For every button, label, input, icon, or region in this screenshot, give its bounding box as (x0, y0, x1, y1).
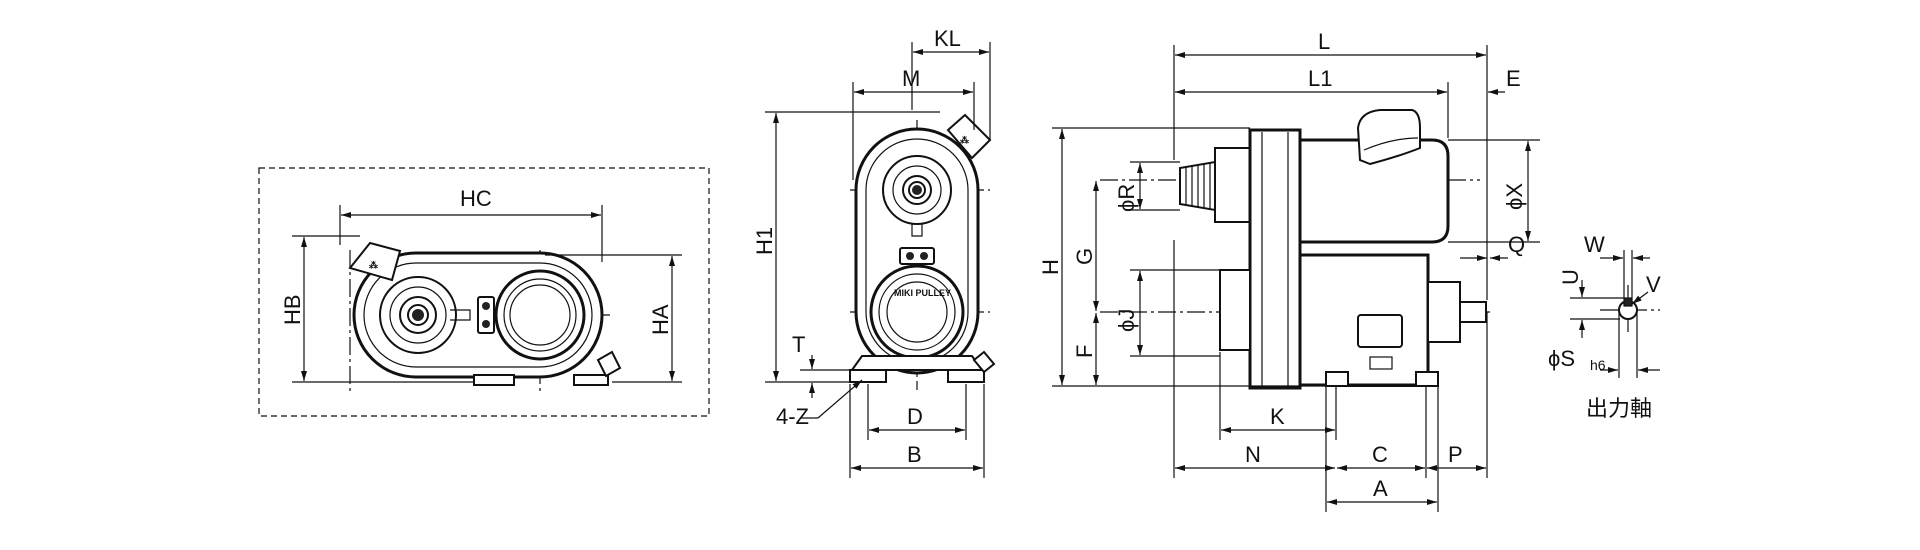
view-output-shaft: W U V ϕS h6 出力軸 (1548, 232, 1661, 421)
dim-label-l1: L1 (1308, 66, 1332, 91)
dim-label-p: P (1448, 442, 1463, 467)
svg-text:⁂: ⁂ (960, 134, 969, 145)
terminal-box (348, 241, 402, 282)
view-side: L L1 E H ϕR G ϕJ F ϕX Q (1038, 29, 1540, 512)
dim-label-r: ϕR (1114, 184, 1139, 212)
dim-label-f: F (1072, 345, 1097, 358)
flange-plate (1248, 128, 1302, 390)
dim-label-z: 4-Z (776, 404, 809, 429)
dim-label-q: Q (1508, 232, 1525, 257)
shaft-caption: 出力軸 (1586, 396, 1652, 421)
dim-label-hc: HC (460, 186, 492, 211)
dim-label-kl: KL (934, 26, 961, 51)
dim-label-s: ϕS (1548, 346, 1575, 371)
dim-label-e: E (1506, 66, 1521, 91)
dim-label-t: T (792, 332, 805, 357)
motor-body (1298, 138, 1450, 244)
svg-text:⁂: ⁂ (369, 259, 378, 270)
alternate-mount-frame (258, 167, 710, 417)
dim-label-a: A (1373, 476, 1388, 501)
dim-label-u: U (1558, 269, 1583, 285)
dim-label-ha: HA (648, 304, 673, 335)
dim-label-w: W (1584, 232, 1605, 257)
output-shaft (1459, 301, 1487, 323)
dim-label-k: K (1270, 404, 1285, 429)
gear-box (1298, 253, 1430, 387)
dim-label-h1: H1 (752, 227, 777, 255)
dim-label-b: B (907, 442, 922, 467)
dim-label-hb: HB (280, 294, 305, 325)
dim-label-m: M (902, 66, 920, 91)
dim-label-x: ϕX (1502, 183, 1527, 210)
dim-label-d: D (907, 404, 923, 429)
brand-plate: MIKI PULLEY (894, 288, 951, 298)
dim-label-c: C (1372, 442, 1388, 467)
dim-label-s-tolerance: h6 (1590, 357, 1606, 373)
dim-label-l: L (1318, 29, 1330, 54)
dim-label-n: N (1245, 442, 1261, 467)
dim-label-j: ϕJ (1114, 309, 1139, 332)
dim-label-v: V (1646, 272, 1661, 297)
dim-label-h: H (1038, 259, 1063, 275)
view-horizontal-mount: ⁂ HC HB HA (258, 167, 710, 417)
dim-label-g: G (1072, 248, 1097, 265)
view-end: ⁂ MIKI PULLEY KL M H1 (752, 26, 996, 478)
